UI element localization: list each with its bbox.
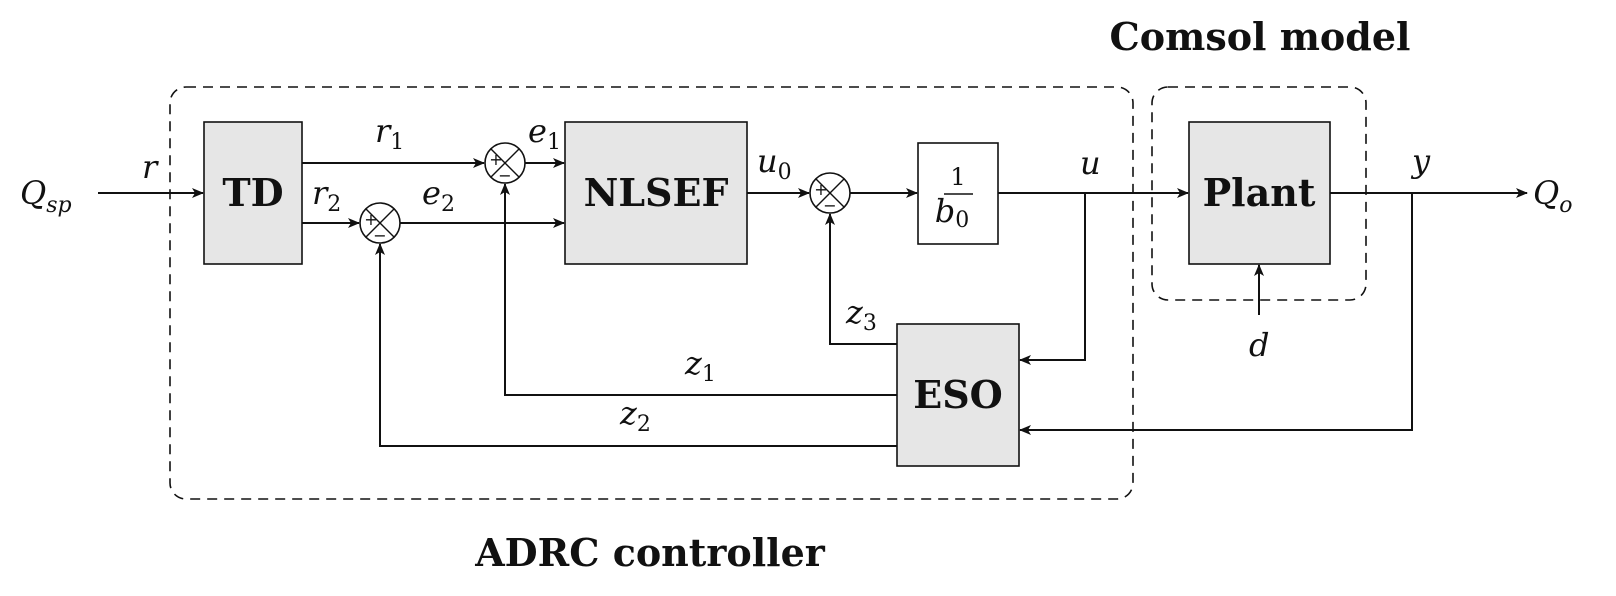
gain-block: 1 b0 [917, 142, 999, 245]
e1-label: e1 [528, 112, 561, 155]
adrc-controller-boundary [169, 86, 1134, 500]
td-block: TD [203, 121, 303, 265]
summing-junction-e2: + − [359, 202, 401, 245]
u-label: u [1080, 144, 1101, 182]
adrc-controller-title: ADRC controller [474, 530, 826, 575]
y-label: y [1410, 142, 1431, 180]
wire-u-to-eso [1019, 193, 1086, 365]
z1-label: z1 [684, 344, 716, 387]
d-label: d [1249, 326, 1269, 364]
nlsef-label: NLSEF [584, 170, 729, 215]
z2-label: z2 [619, 394, 651, 437]
plus-sign-e1: + [489, 150, 502, 169]
summing-junction-u: + − [809, 172, 851, 215]
minus-sign-u: − [823, 196, 836, 215]
r1-label: r1 [375, 112, 404, 155]
plant-block: Plant [1188, 121, 1331, 265]
plus-sign-u: + [814, 180, 827, 199]
td-label: TD [222, 170, 283, 215]
wire-z2-to-sum-e2 [375, 243, 897, 447]
z3-label: z3 [845, 293, 877, 336]
nlsef-block: NLSEF [564, 121, 748, 265]
summing-junction-e1: + − [484, 142, 526, 185]
wire-y-to-eso [1019, 193, 1413, 435]
eso-block: ESO [896, 323, 1020, 467]
q-sp-label: Qsp [20, 174, 72, 218]
q-o-label: Qo [1533, 174, 1572, 218]
wire-z1-to-sum-e1 [500, 183, 897, 396]
r2-label: r2 [312, 174, 341, 217]
gain-numerator: 1 [950, 163, 965, 191]
wire-z3-to-sum-u [825, 213, 897, 345]
comsol-model-title: Comsol model [1110, 14, 1411, 59]
minus-sign-e2: − [373, 226, 386, 245]
eso-label: ESO [913, 372, 1003, 417]
gain-denominator: b0 [935, 192, 969, 233]
minus-sign-e1: − [498, 166, 511, 185]
plant-label: Plant [1203, 170, 1316, 215]
e2-label: e2 [422, 174, 455, 217]
u0-label: u0 [757, 142, 792, 185]
plus-sign-e2: + [364, 210, 377, 229]
r-label: r [142, 148, 159, 186]
